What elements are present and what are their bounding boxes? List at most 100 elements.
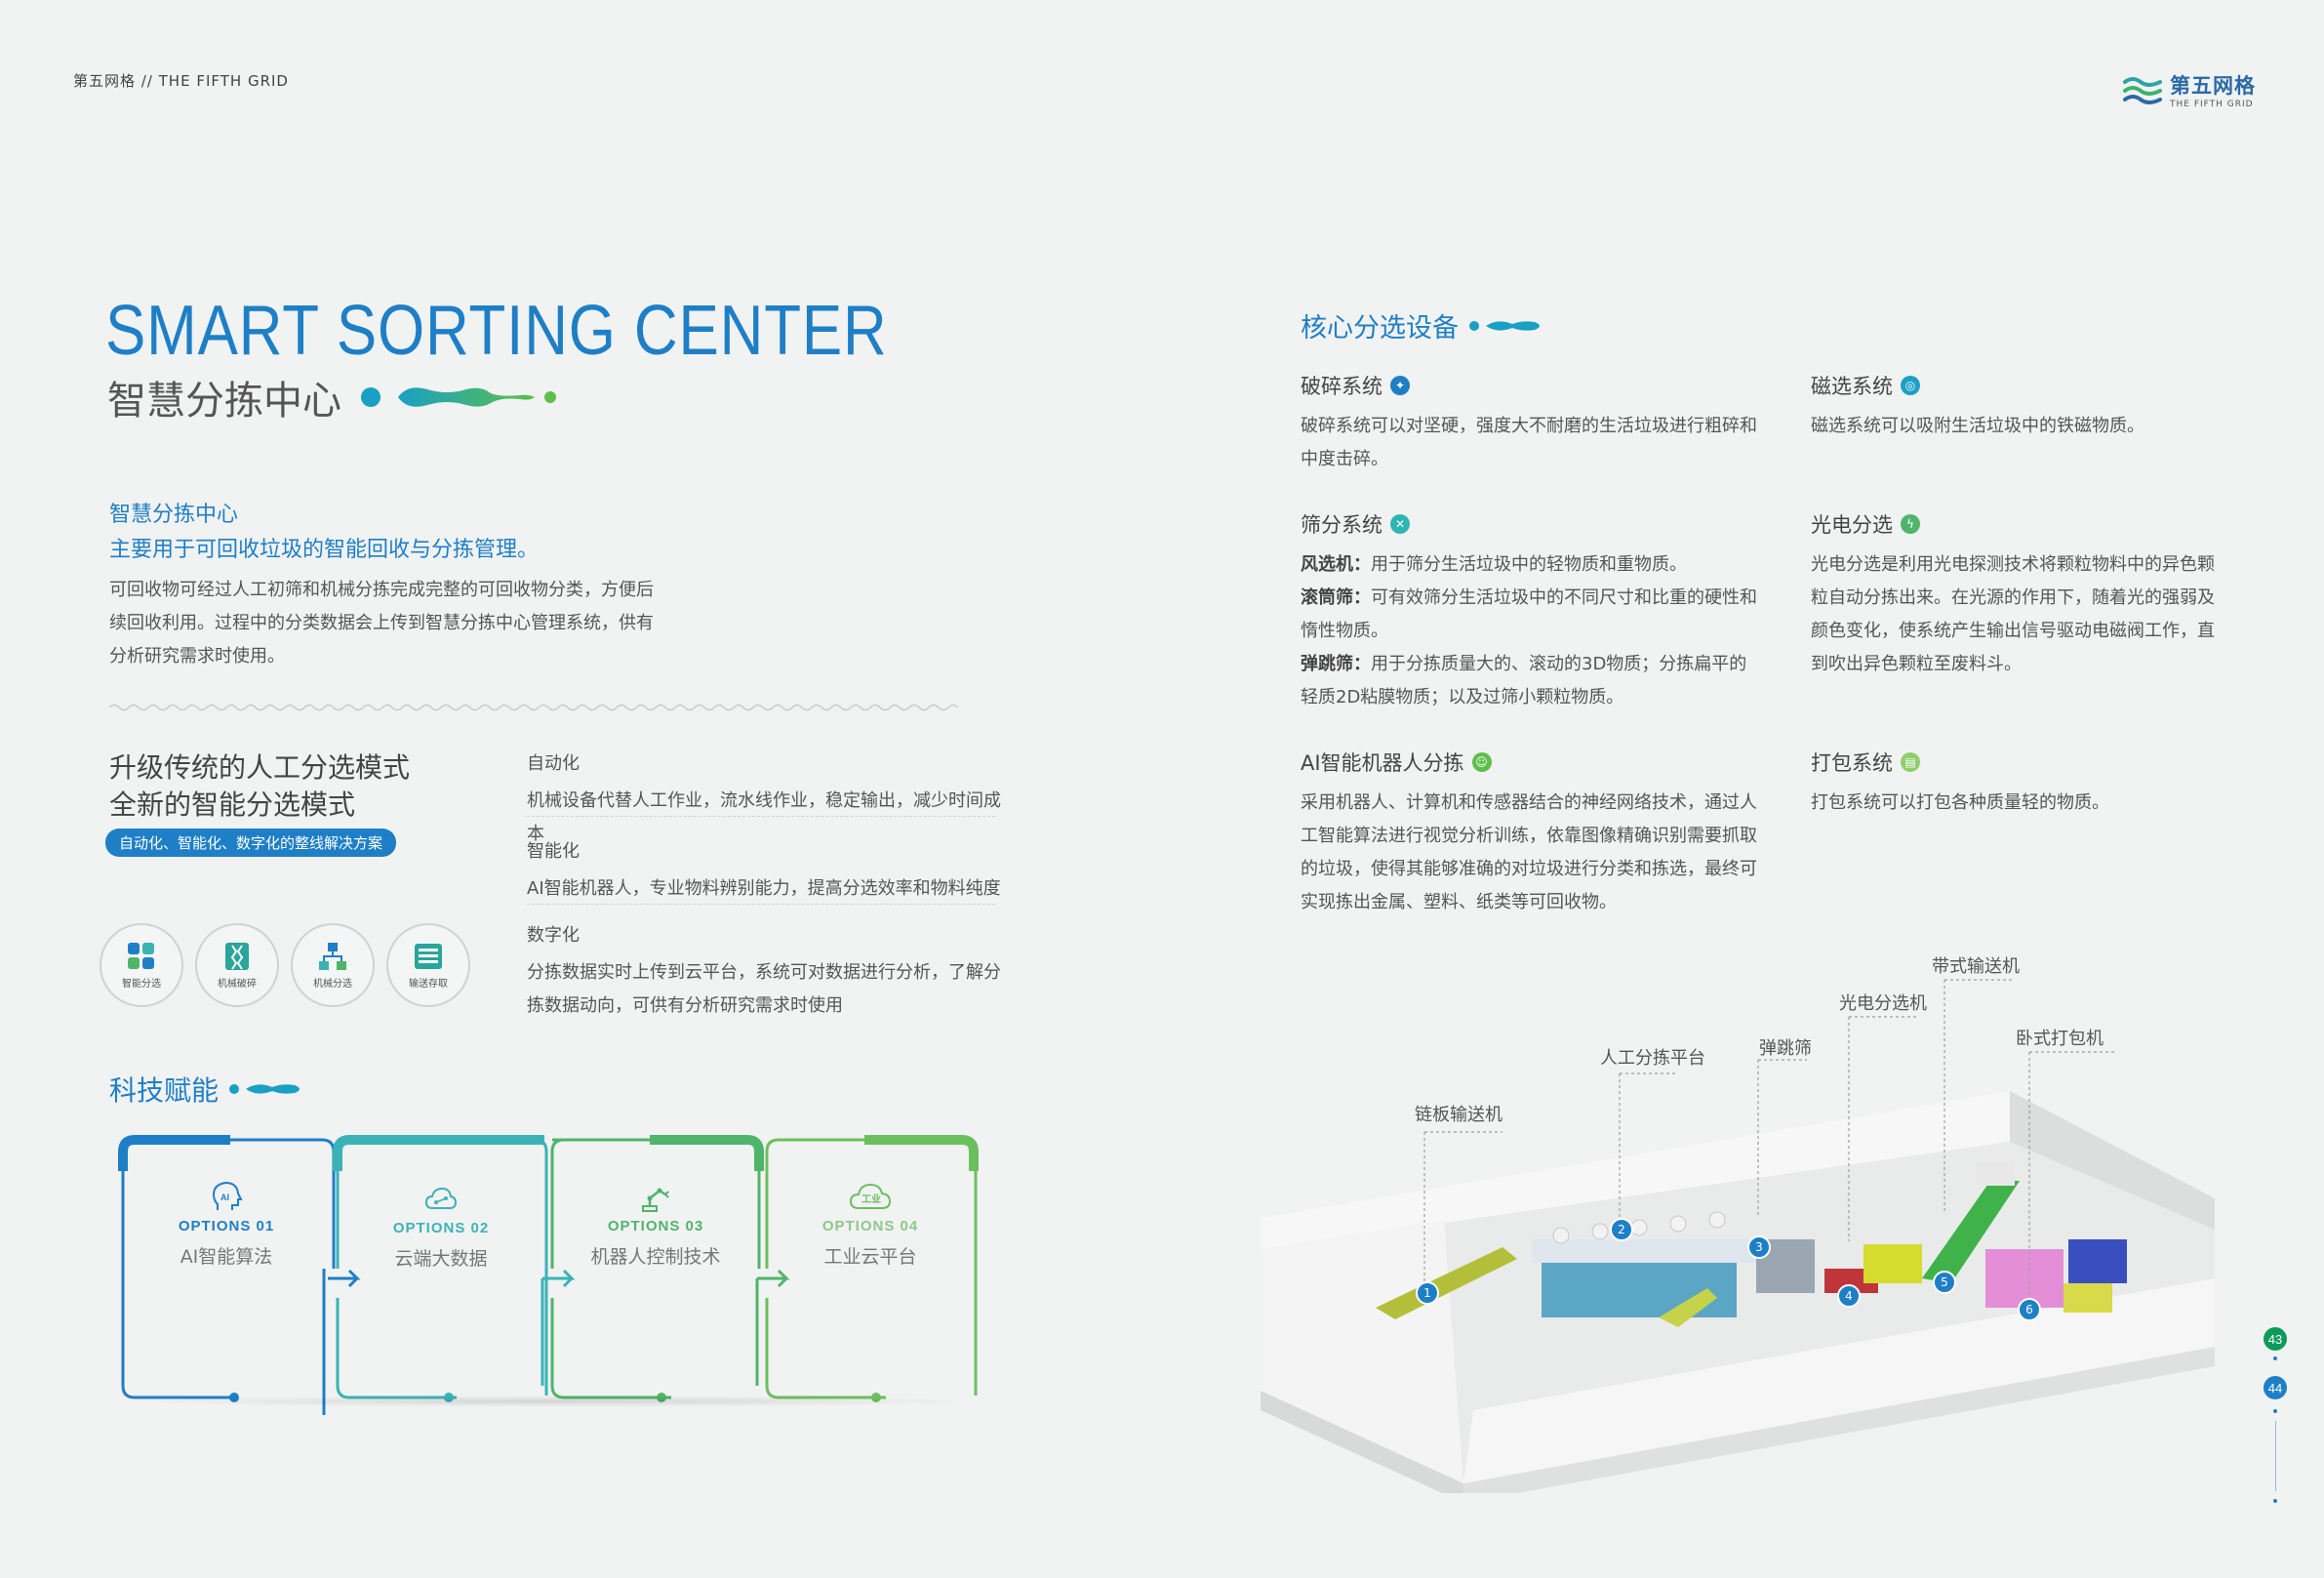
feature-title: 自动化	[527, 753, 580, 774]
diagram-marker: 4	[1837, 1284, 1861, 1308]
hero-cn-title: 智慧分拣中心	[107, 369, 574, 425]
diagram-marker: 1	[1416, 1281, 1439, 1305]
tech-card-2: OPTIONS 02 云端大数据	[339, 1183, 543, 1413]
tech-card-1: AI OPTIONS 01 AI智能算法	[124, 1181, 329, 1411]
feature-circle: 机械分选	[291, 923, 375, 1007]
chain-conveyor	[1376, 1247, 1517, 1319]
droplet-decoration-icon	[361, 387, 556, 407]
upgrade-line1: 升级传统的人工分选模式	[109, 751, 411, 784]
droplet-decoration-icon	[229, 1084, 301, 1094]
label-sorting-platform: 人工分拣平台	[1600, 1048, 1705, 1069]
grid-icon	[128, 942, 154, 969]
diagram-marker: 6	[2018, 1298, 2041, 1321]
core-title-text: 核心分选设备	[1301, 313, 1459, 344]
tech-card-option: OPTIONS 03	[607, 1218, 704, 1234]
marker-1: 1	[1416, 1281, 1439, 1305]
marker-2: 2	[1610, 1218, 1633, 1241]
page-number-44: 44	[2264, 1376, 2287, 1399]
tech-card-name: AI智能算法	[180, 1246, 273, 1268]
lightning-icon: ϟ	[1901, 514, 1920, 534]
system-magnetic: 磁选系统◎ 磁选系统可以吸附生活垃圾中的铁磁物质。	[1811, 371, 2269, 443]
tech-card-4: 工业 OPTIONS 04 工业云平台	[768, 1181, 973, 1411]
tech-card-name: 机器人控制技术	[590, 1246, 721, 1268]
system-title: 筛分系统	[1301, 513, 1382, 537]
magnet-icon: ◎	[1901, 376, 1920, 395]
system-crusher: 破碎系统✦ 破碎系统可以对坚硬，强度大不耐磨的生活垃圾进行粗碎和中度击碎。	[1301, 371, 1759, 476]
conveyor-icon	[415, 943, 442, 969]
upgrade-heading: 升级传统的人工分选模式 全新的智能分选模式	[109, 749, 410, 824]
tech-card-name: 工业云平台	[823, 1246, 917, 1268]
droplet-decoration-icon	[1469, 320, 1540, 331]
feature-automation: 自动化 机械设备代替人工作业，流水线作业，稳定输出，减少时间成本	[527, 749, 1005, 851]
tech-frame-lines	[118, 1135, 979, 1415]
system-text: 破碎系统可以对坚硬，强度大不耐磨的生活垃圾进行粗碎和中度击碎。	[1301, 416, 1757, 469]
tech-card-option: OPTIONS 02	[392, 1220, 490, 1236]
feature-title: 智能化	[527, 841, 580, 862]
hero-en-title: SMART SORTING CENTER	[105, 292, 888, 370]
marker-5: 5	[1933, 1271, 1956, 1294]
belt-conveyor	[1922, 1181, 2020, 1283]
intro-line2: 主要用于可回收垃圾的智能回收与分拣管理。	[109, 538, 540, 562]
label-chain-conveyor: 链板输送机	[1415, 1105, 1503, 1125]
item-value: 可有效筛分生活垃圾中的不同尺寸和比重的硬性和惰性物质。	[1301, 587, 1757, 641]
wave-divider	[109, 704, 959, 711]
baler-unit	[2068, 1239, 2127, 1283]
diagram-marker: 2	[1610, 1218, 1633, 1241]
logo-en: THE FIFTH GRID	[2170, 100, 2254, 109]
feature-text: 分拣数据实时上传到云平台，系统可对数据进行分析，了解分拣数据动向，可供有分析研究…	[527, 962, 1001, 1016]
card-shadow	[117, 1396, 995, 1407]
item-key: 风选机：	[1301, 554, 1371, 575]
pack-icon: ▤	[1901, 752, 1920, 772]
feature-text: 机械设备代替人工作业，流水线作业，稳定输出，减少时间成本	[527, 790, 1001, 844]
label-baler: 卧式打包机	[2016, 1029, 2104, 1049]
feature-circle: 输送存取	[386, 923, 470, 1007]
feature-circle-label: 机械破碎	[218, 978, 257, 990]
leader-lines	[1423, 979, 2117, 1296]
header-label: 第五网格 // THE FIFTH GRID	[73, 72, 289, 90]
item-key: 滚筒筛：	[1301, 587, 1371, 608]
tech-title: 科技赋能	[109, 1070, 306, 1109]
page-line	[2275, 1421, 2276, 1491]
core-title: 核心分选设备	[1301, 306, 1546, 344]
platform-top	[1532, 1239, 1756, 1263]
label-belt-conveyor: 带式输送机	[1932, 956, 2020, 977]
feature-divider	[527, 816, 995, 817]
feature-circle-label: 智能分选	[122, 978, 161, 990]
brand-logo: 第五网格 THE FIFTH GRID	[2123, 70, 2256, 109]
robot-arm-icon	[642, 1188, 669, 1212]
feature-title: 数字化	[527, 925, 580, 946]
page-dot	[2273, 1499, 2277, 1503]
system-ai-robot: AI智能机器人分拣☺ 采用机器人、计算机和传感器结合的神经网络技术，通过人工智能…	[1301, 748, 1759, 919]
label-bounce-screen: 弹跳筛	[1759, 1038, 1812, 1059]
system-title: 打包系统	[1811, 751, 1893, 775]
feature-icon-row: 智能分选 机械破碎 机械分选 输送存取	[100, 923, 470, 1007]
item-key: 弹跳筛：	[1301, 654, 1371, 674]
feature-digital: 数字化 分拣数据实时上传到云平台，系统可对数据进行分析，了解分拣数据动向，可供有…	[527, 921, 1015, 1023]
cloud-glyph: 工业	[861, 1193, 881, 1205]
solution-pill: 自动化、智能化、数字化的整线解决方案	[105, 829, 397, 857]
svg-text:AI: AI	[220, 1193, 229, 1202]
cloud-data-icon	[424, 1187, 458, 1209]
system-title: 光电分选	[1811, 513, 1893, 537]
screen-icon: ✕	[1390, 514, 1410, 534]
page-dot	[2273, 1409, 2277, 1413]
diagram-marker: 5	[1933, 1271, 1956, 1294]
tech-card-3: OPTIONS 03 机器人控制技术	[553, 1181, 758, 1411]
hero-cn-text: 智慧分拣中心	[107, 379, 341, 424]
industry-cloud-icon: 工业	[849, 1183, 892, 1209]
system-text: 采用机器人、计算机和传感器结合的神经网络技术，通过人工智能算法进行视觉分析训练，…	[1301, 792, 1757, 912]
intro-desc: 可回收物可经过人工初筛和机械分拣完成完整的可回收物分类，方便后续回收利用。过程中…	[109, 580, 654, 667]
feature-circle-label: 输送存取	[409, 978, 448, 990]
system-screening: 筛分系统✕ 风选机：用于筛分生活垃圾中的轻物质和重物质。 滚筒筛：可有效筛分生活…	[1301, 509, 1759, 714]
item-value: 用于分拣质量大的、滚动的3D物质；分拣扁平的轻质2D粘膜物质；以及过筛小颗粒物质…	[1301, 654, 1747, 708]
system-title: 破碎系统	[1301, 375, 1382, 398]
back-wall	[1261, 1091, 2010, 1249]
system-title: 磁选系统	[1811, 375, 1893, 398]
tech-title-text: 科技赋能	[109, 1074, 220, 1107]
feature-circle: 智能分选	[100, 923, 183, 1007]
facility-diagram	[1261, 1091, 2215, 1493]
feature-circle: 机械破碎	[195, 923, 279, 1007]
tech-card-option: OPTIONS 04	[821, 1218, 919, 1234]
system-text: 打包系统可以打包各种质量轻的物质。	[1811, 792, 2109, 813]
